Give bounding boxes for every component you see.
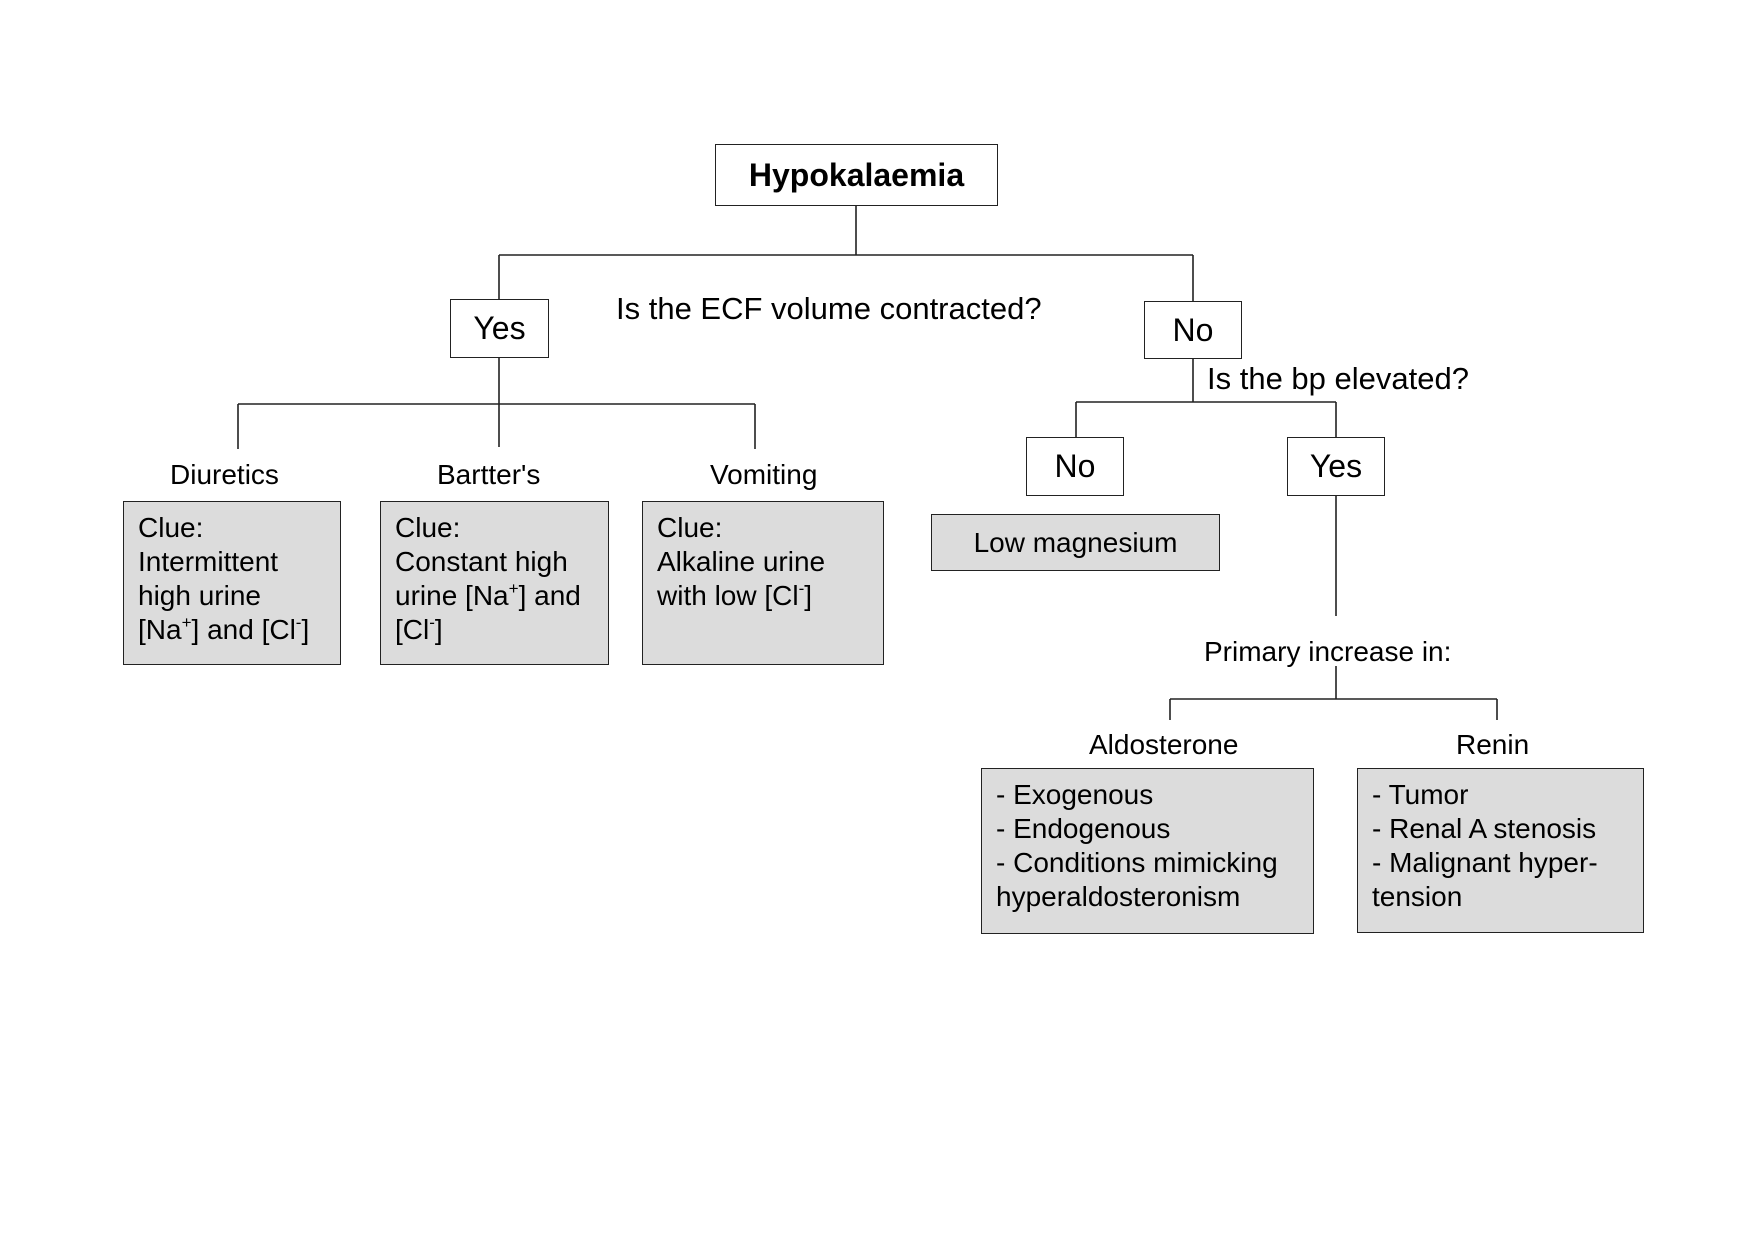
clue-line: with low [Cl-] — [657, 578, 813, 611]
question-bp-elevated: Is the bp elevated? — [1207, 361, 1469, 396]
ecf-no-node: No — [1144, 301, 1242, 359]
clue-title: Clue: — [395, 512, 461, 543]
aldosterone-item: - Endogenous — [996, 813, 1171, 844]
ecf-no-label: No — [1172, 311, 1214, 348]
clue-line: Alkaline urine — [657, 546, 826, 577]
bp-no-node: No — [1026, 437, 1124, 496]
clue-line: urine [Na+] and — [395, 578, 581, 611]
renin-item: - Tumor — [1372, 779, 1469, 810]
clue-title: Clue: — [657, 512, 723, 543]
clue-line: Constant high — [395, 546, 568, 577]
aldosterone-box: - Exogenous - Endogenous - Conditions mi… — [981, 768, 1314, 934]
root-label: Hypokalaemia — [748, 156, 965, 193]
cause-label-vomiting: Vomiting — [710, 459, 818, 490]
renin-item: - Malignant hyper- — [1372, 847, 1598, 878]
clue-line: Intermittent — [138, 546, 279, 577]
clue-box-vomiting: Clue: Alkaline urine with low [Cl-] — [642, 501, 884, 665]
primary-increase-label: Primary increase in: — [1204, 636, 1452, 667]
question-ecf-volume: Is the ECF volume contracted? — [616, 291, 1042, 326]
cause-label-diuretics: Diuretics — [170, 459, 279, 490]
low-magnesium-label: Low magnesium — [973, 526, 1178, 558]
ecf-yes-label: Yes — [473, 310, 526, 346]
aldosterone-label: Aldosterone — [1089, 729, 1239, 760]
aldosterone-item: hyperaldosteronism — [996, 881, 1241, 912]
clue-line: [Cl-] — [395, 612, 443, 645]
ecf-yes-node: Yes — [450, 299, 549, 358]
aldosterone-item: - Conditions mimicking — [996, 847, 1278, 878]
clue-line: high urine — [138, 580, 261, 611]
clue-box-diuretics: Clue: Intermittent high urine [Na+] and … — [123, 501, 341, 665]
bp-no-label: No — [1054, 448, 1096, 484]
renin-box: - Tumor - Renal A stenosis - Malignant h… — [1357, 768, 1644, 933]
renin-item: tension — [1372, 881, 1463, 912]
aldosterone-item: - Exogenous — [996, 779, 1154, 810]
cause-label-bartters: Bartter's — [437, 459, 541, 490]
bp-yes-node: Yes — [1287, 437, 1385, 496]
clue-title: Clue: — [138, 512, 204, 543]
renin-item: - Renal A stenosis — [1372, 813, 1597, 844]
clue-box-bartters: Clue: Constant high urine [Na+] and [Cl-… — [380, 501, 609, 665]
low-magnesium-box: Low magnesium — [931, 514, 1220, 571]
bp-yes-label: Yes — [1309, 448, 1363, 484]
clue-line: [Na+] and [Cl-] — [138, 612, 310, 645]
renin-label: Renin — [1456, 729, 1530, 760]
root-node: Hypokalaemia — [715, 144, 998, 206]
